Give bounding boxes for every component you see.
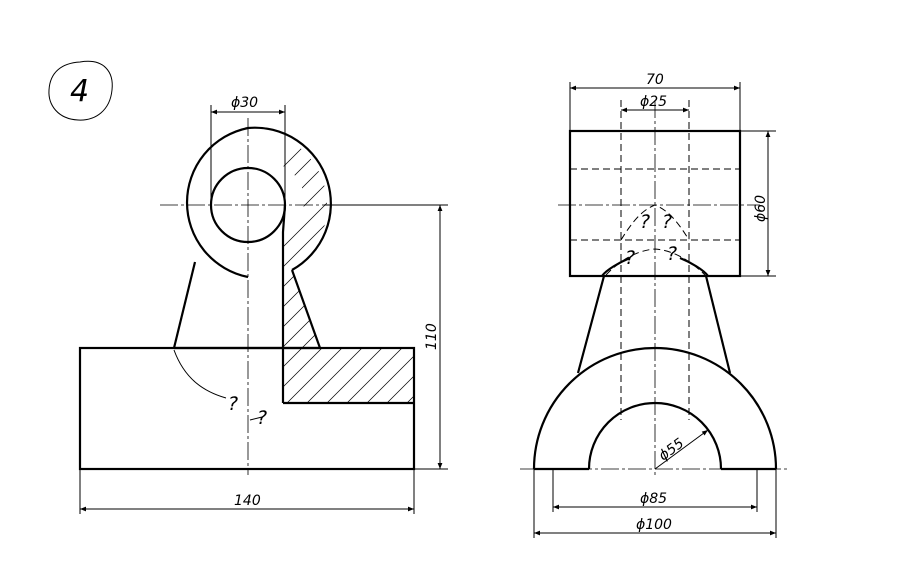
- question-tick: [249, 416, 263, 421]
- side-question-3: ?: [625, 247, 635, 269]
- front-question-2: ?: [257, 407, 267, 429]
- web-top-right: [679, 256, 709, 277]
- web-left-side: [576, 275, 606, 374]
- section-hatching: [248, 129, 414, 403]
- web-right-edge: [290, 269, 322, 349]
- intersection-curve: [173, 349, 227, 399]
- dim-140-text: 140: [234, 493, 261, 509]
- dim-phi60-text: ϕ60: [753, 195, 769, 222]
- dim-phi100-text: ϕ100: [636, 517, 672, 533]
- badge-circle: [48, 60, 113, 121]
- side-view: ? ? ? ? 70 ϕ25 ϕ60 ϕ55 ϕ85 ϕ100: [520, 72, 790, 538]
- ring-outer-left: [186, 126, 249, 279]
- dim-phi30-text: ϕ30: [231, 95, 258, 111]
- figure-number-badge: 4: [48, 60, 113, 121]
- section-inner-edge: [281, 204, 287, 403]
- side-question-2: ?: [662, 211, 672, 233]
- dim-70-text: 70: [646, 72, 664, 88]
- web-left-edge: [172, 261, 197, 349]
- front-view: ? ? ϕ30 110 140: [78, 95, 448, 514]
- side-question-4: ?: [667, 243, 677, 265]
- dim-phi55-leader: [654, 429, 709, 470]
- dim-phi85-text: ϕ85: [640, 491, 667, 507]
- web-top-left: [601, 256, 631, 277]
- dim-phi55-text: ϕ55: [656, 435, 687, 464]
- side-question-1: ?: [640, 211, 650, 233]
- web-right-side: [704, 275, 732, 374]
- dim-110-text: 110: [424, 323, 440, 350]
- figure-number: 4: [70, 74, 89, 109]
- front-question-1: ?: [228, 393, 238, 415]
- dim-phi25-text: ϕ25: [640, 94, 667, 110]
- ring-outer-right: [247, 126, 332, 271]
